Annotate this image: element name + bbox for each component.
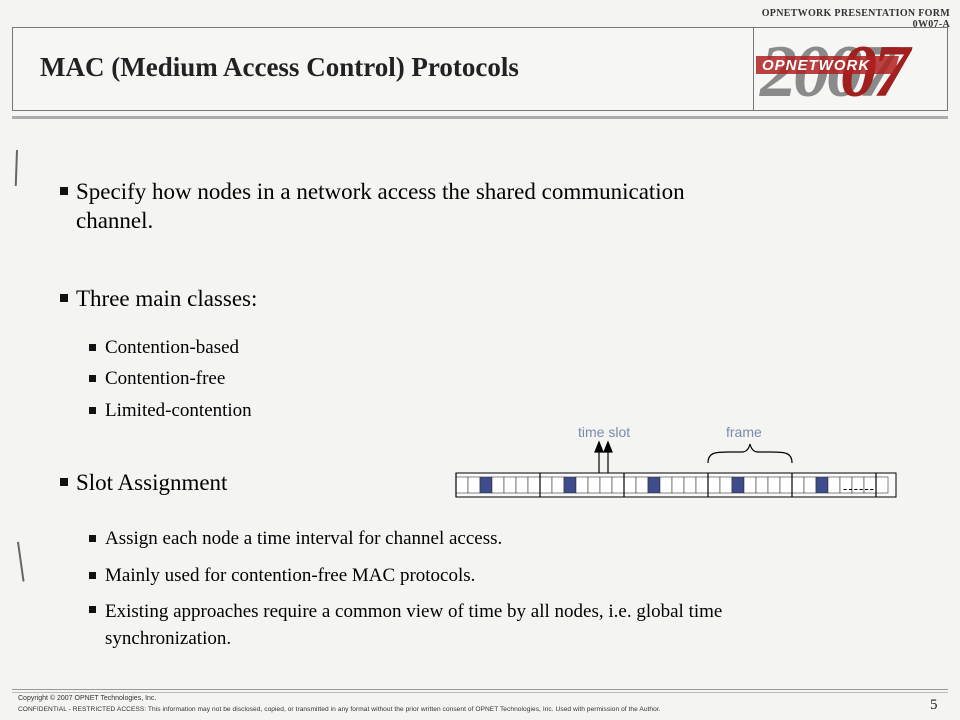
bullet-text: channel. xyxy=(76,208,154,233)
sub-bullet-text: Assign each node a time interval for cha… xyxy=(105,528,503,549)
sub-bullet-item: Contention-free xyxy=(105,365,225,392)
bullet-item: Three main classes: xyxy=(76,284,257,313)
form-label: OPNETWORK PRESENTATION FORM 0W07-A xyxy=(761,8,950,30)
sub-bullet-text: synchronization. xyxy=(105,628,232,649)
decorative-scratch xyxy=(17,541,25,582)
bullet-text: Specify how nodes in a network access th… xyxy=(76,179,685,204)
slot xyxy=(683,476,697,494)
opnetwork-2007-logo: 2007 07 OPNETWORK xyxy=(756,31,917,108)
sub-bullet-item: Contention-based xyxy=(105,334,239,361)
sub-bullet-item: Limited-contention xyxy=(105,397,252,424)
footer-rule xyxy=(12,689,948,690)
slot xyxy=(551,476,565,494)
slot xyxy=(599,476,613,494)
footer-rule xyxy=(12,692,948,693)
page-number: 5 xyxy=(930,697,938,713)
slot xyxy=(467,476,481,494)
frame-label: frame xyxy=(726,424,762,440)
slot xyxy=(851,476,865,494)
copyright: Copyright © 2007 OPNET Technologies, Inc… xyxy=(18,695,157,702)
confidential-notice: CONFIDENTIAL - RESTRICTED ACCESS: This i… xyxy=(18,706,661,713)
slot xyxy=(839,476,853,494)
slot-assigned xyxy=(731,476,745,494)
sub-bullet-item: Existing approaches require a common vie… xyxy=(105,598,722,652)
slot xyxy=(707,476,721,494)
bullet-text: Three main classes: xyxy=(76,286,258,311)
bullet-marker xyxy=(60,187,68,195)
slot xyxy=(767,476,781,494)
ellipsis: ------ xyxy=(843,481,875,496)
slot xyxy=(527,476,541,494)
sub-bullet-text: Contention-based xyxy=(105,337,240,358)
slot-assigned xyxy=(479,476,493,494)
sub-bullet-marker xyxy=(89,344,96,351)
slot xyxy=(827,476,841,494)
slot xyxy=(791,476,805,494)
slot-assigned xyxy=(563,476,577,494)
decorative-scratch xyxy=(14,150,18,187)
slot xyxy=(635,476,649,494)
sub-bullet-text: Contention-free xyxy=(105,368,226,389)
logo-brand: OPNETWORK xyxy=(762,57,870,74)
slot-strip-frame xyxy=(455,472,897,498)
bullet-marker xyxy=(60,294,68,302)
bullet-text: Slot Assignment xyxy=(76,470,228,495)
frame-brace xyxy=(707,443,793,464)
slot xyxy=(455,476,469,494)
sub-bullet-text: Limited-contention xyxy=(105,400,252,421)
slot xyxy=(719,476,733,494)
slot xyxy=(575,476,589,494)
slot xyxy=(743,476,757,494)
slot-assigned xyxy=(815,476,829,494)
slot xyxy=(587,476,601,494)
slot xyxy=(503,476,517,494)
slot xyxy=(539,476,553,494)
slot xyxy=(755,476,769,494)
bullet-item: Specify how nodes in a network access th… xyxy=(76,177,685,235)
title-rule xyxy=(12,116,948,119)
slot xyxy=(671,476,685,494)
time-slot-arrows xyxy=(594,440,613,490)
sub-bullet-item: Assign each node a time interval for cha… xyxy=(105,525,502,552)
sub-bullet-text: Existing approaches require a common vie… xyxy=(105,601,723,622)
time-slot-label: time slot xyxy=(578,424,630,440)
slot xyxy=(611,476,625,494)
sub-bullet-marker xyxy=(89,606,96,613)
sub-bullet-item: Mainly used for contention-free MAC prot… xyxy=(105,562,475,589)
sub-bullet-marker xyxy=(89,375,96,382)
slot xyxy=(875,476,889,494)
slot xyxy=(491,476,505,494)
bullet-item: Slot Assignment xyxy=(76,468,227,497)
bullet-marker xyxy=(60,478,68,486)
slot-assigned xyxy=(647,476,661,494)
slot xyxy=(695,476,709,494)
title-divider xyxy=(753,27,754,111)
sub-bullet-marker xyxy=(89,407,96,414)
slot xyxy=(863,476,877,494)
sub-bullet-marker xyxy=(89,535,96,542)
slot xyxy=(515,476,529,494)
slide-title: MAC (Medium Access Control) Protocols xyxy=(40,52,519,82)
slot xyxy=(779,476,793,494)
sub-bullet-text: Mainly used for contention-free MAC prot… xyxy=(105,565,476,586)
slot xyxy=(803,476,817,494)
slot xyxy=(659,476,673,494)
slot-strip xyxy=(455,472,897,498)
slot xyxy=(623,476,637,494)
sub-bullet-marker xyxy=(89,572,96,579)
